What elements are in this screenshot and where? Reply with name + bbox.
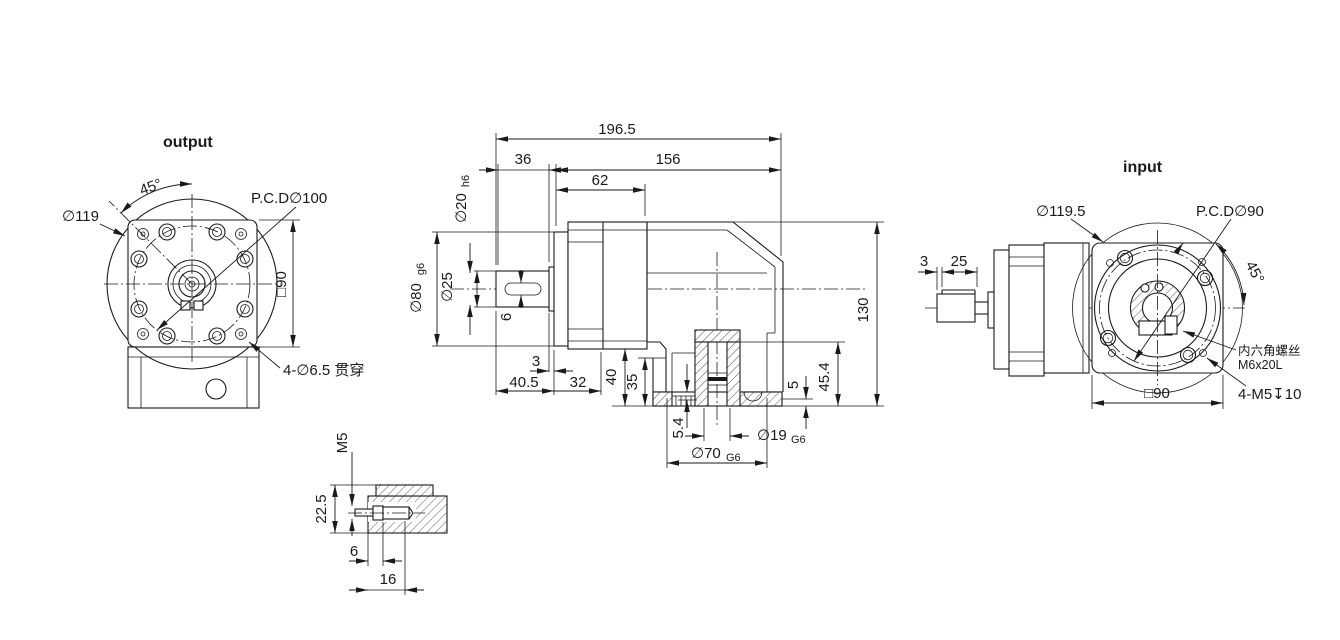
side-shaft-tip-dia-label: ∅20 <box>453 193 470 223</box>
detail-depth-label: 22.5 <box>313 494 330 523</box>
side-overall-label: 196.5 <box>598 121 636 138</box>
side-hub-wall-right <box>726 341 741 407</box>
output-angle-label: 45° <box>137 175 164 199</box>
output-square-label: □90 <box>273 271 290 297</box>
input-key-offset-label: 3 <box>920 253 928 270</box>
side-view: 196.5 36 156 62 ∅20 h6 ∅80 g6 <box>408 121 884 468</box>
side-stage-len-label: 32 <box>570 374 587 391</box>
side-key-width-label: 6 <box>498 313 515 321</box>
input-dia-leader <box>1070 218 1104 243</box>
detail-geometry <box>348 484 448 534</box>
side-shaft-dia-label: ∅25 <box>439 272 456 302</box>
side-retaining-ring <box>708 377 727 381</box>
side-bore-dia-label: ∅19 <box>757 427 787 444</box>
input-view-title: input <box>1123 159 1163 176</box>
input-square-label: □90 <box>1144 385 1170 402</box>
output-pcd-leader <box>156 206 297 331</box>
detail-boss <box>375 484 434 497</box>
side-flange-height-label: 45.4 <box>816 362 833 391</box>
input-pcd-label: P.C.D∅90 <box>1196 203 1264 220</box>
side-bore-dia-suffix: G6 <box>791 434 806 446</box>
input-socket-screws <box>1099 249 1214 364</box>
output-holes-label: 4-∅6.5 贯穿 <box>283 362 364 379</box>
side-total-height-label: 130 <box>855 297 872 322</box>
output-corner-holes <box>137 228 247 340</box>
input-pcd-leader <box>1133 218 1232 362</box>
output-mounting-holes <box>130 223 254 345</box>
output-angle-arc <box>120 181 193 214</box>
side-pilot-dia-suffix: g6 <box>415 263 427 275</box>
detail-length-label: 16 <box>380 571 397 588</box>
side-collar-label: 3 <box>532 353 540 370</box>
side-step-label: 35 <box>624 374 641 391</box>
side-shaft-section-label: 36 <box>515 151 532 168</box>
detail-thread-label: M5 <box>334 433 351 454</box>
input-tapped-leader <box>1206 357 1247 387</box>
output-diagonal-centerline <box>108 200 193 285</box>
output-dia-label: ∅119 <box>62 208 99 225</box>
side-output-shaft <box>495 266 555 312</box>
output-pcd-label: P.C.D∅100 <box>251 190 327 207</box>
side-view-dimensions: 196.5 36 156 62 ∅20 h6 ∅80 g6 <box>408 121 884 468</box>
output-housing-base <box>127 346 260 409</box>
detail-head-label: 6 <box>350 543 358 560</box>
input-outer-circle <box>1072 222 1243 394</box>
side-view-geometry <box>450 221 868 425</box>
output-square-flange <box>127 219 258 348</box>
output-view-geometry <box>104 194 281 409</box>
side-body-len-label: 156 <box>655 151 680 168</box>
input-view-dimensions: input ∅119.5 P.C.D∅90 45° 3 25 内六角螺丝 M6x… <box>918 159 1301 409</box>
output-dia-leader <box>99 223 126 237</box>
output-view-dimensions: output 45° ∅119 P.C.D∅100 □90 4-∅6.5 贯穿 <box>62 134 364 379</box>
input-dia-label: ∅119.5 <box>1036 203 1086 220</box>
side-front-stage-label: 62 <box>592 172 609 189</box>
input-tapped-label: 4-M5↧10 <box>1238 386 1301 403</box>
input-screw-note-leader <box>1182 330 1237 351</box>
input-angle-label: 45° <box>1242 258 1268 286</box>
side-slot-depth-label: 5.4 <box>670 418 687 439</box>
input-view: input ∅119.5 P.C.D∅90 45° 3 25 内六角螺丝 M6x… <box>918 159 1301 409</box>
side-body-drop-label: 40 <box>603 369 620 386</box>
side-gear-body <box>553 221 727 350</box>
side-hub-wall-left <box>694 341 709 407</box>
side-angle-housing <box>646 221 784 392</box>
input-screw-note-line2: M6x20L <box>1238 358 1283 372</box>
input-tapped-holes <box>1106 258 1207 357</box>
output-holes-leader <box>248 341 281 369</box>
input-shaft-len-label: 25 <box>951 253 968 270</box>
input-screw-note-line1: 内六角螺丝 <box>1238 344 1301 358</box>
input-view-geometry <box>925 222 1245 394</box>
input-angle-arc <box>1215 243 1247 306</box>
side-plate-label: 5 <box>785 381 802 389</box>
output-view: output 45° ∅119 P.C.D∅100 □90 4-∅6.5 贯穿 <box>62 134 364 409</box>
output-view-title: output <box>163 134 213 151</box>
side-spigot-dia-label: ∅70 <box>691 445 721 462</box>
side-shaft-tip-dia-suffix: h6 <box>460 175 472 187</box>
side-pilot-dia-label: ∅80 <box>408 283 425 313</box>
detail-dimensions: M5 22.5 6 16 <box>313 433 424 595</box>
side-hub-bridge <box>694 329 741 343</box>
side-shaft-len-label: 40.5 <box>509 374 538 391</box>
detail-view: M5 22.5 6 16 <box>313 433 448 595</box>
side-spigot-dia-suffix: G6 <box>726 452 741 464</box>
side-bottom-flange-section <box>652 329 783 407</box>
input-clamp-screw <box>1164 315 1178 335</box>
input-shaft-stack <box>936 242 1090 377</box>
